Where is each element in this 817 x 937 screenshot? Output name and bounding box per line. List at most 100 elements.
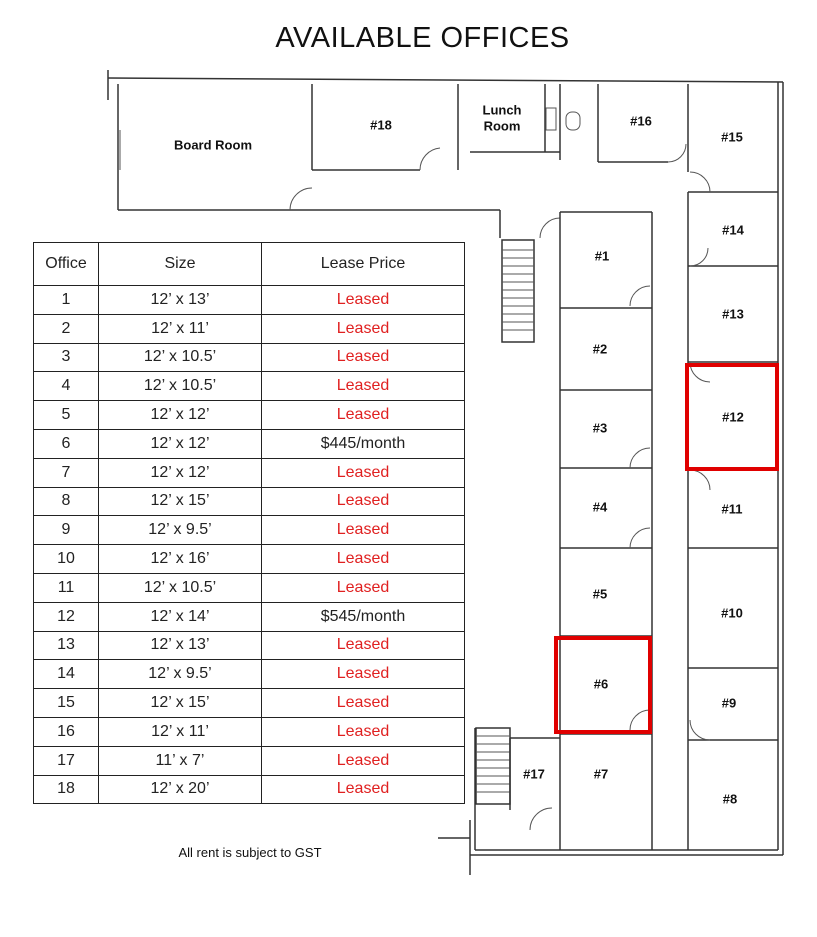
room-label-12: #12 xyxy=(722,409,744,424)
header-size: Size xyxy=(98,242,262,286)
cell-size: 12’ x 13’ xyxy=(98,285,262,315)
gst-footnote: All rent is subject to GST xyxy=(178,845,322,860)
room-label-11: #11 xyxy=(722,501,743,516)
cell-office: 18 xyxy=(33,774,99,805)
room-label-15: #15 xyxy=(721,129,743,144)
cell-lease-price: Leased xyxy=(261,400,465,430)
cell-office: 6 xyxy=(33,428,99,459)
cell-lease-price: Leased xyxy=(261,659,465,690)
cell-office: 14 xyxy=(33,659,99,690)
cell-lease-price: Leased xyxy=(261,544,465,574)
room-label-lunch-line1: Lunch xyxy=(483,102,522,117)
cell-lease-price: Leased xyxy=(261,745,465,776)
room-label-9: #9 xyxy=(722,695,736,710)
room-label-1: #1 xyxy=(595,248,609,263)
cell-lease-price: Leased xyxy=(261,572,465,603)
cell-lease-price: Leased xyxy=(261,774,465,805)
cell-size: 12’ x 9.5’ xyxy=(98,659,262,690)
cell-lease-price: Leased xyxy=(261,342,465,373)
cell-lease-price: Leased xyxy=(261,457,465,488)
cell-lease-price: Leased xyxy=(261,486,465,517)
page-title: AVAILABLE OFFICES xyxy=(275,22,570,54)
cell-size: 12’ x 11’ xyxy=(98,313,262,344)
cell-office: 1 xyxy=(33,285,99,315)
header-lease-price: Lease Price xyxy=(261,242,465,286)
room-label-18: #18 xyxy=(370,117,392,132)
highlight-office-6 xyxy=(554,636,652,734)
room-label-8: #8 xyxy=(723,791,737,806)
room-label-17: #17 xyxy=(523,766,545,781)
cell-size: 12’ x 10.5’ xyxy=(98,572,262,603)
building-walls xyxy=(107,70,784,875)
room-label-10: #10 xyxy=(721,605,743,620)
cell-lease-price: Leased xyxy=(261,688,465,718)
cell-office: 15 xyxy=(33,688,99,718)
top-row-walls xyxy=(119,84,778,239)
cell-size: 12’ x 14’ xyxy=(98,601,262,632)
cell-office: 2 xyxy=(33,313,99,344)
room-label-13: #13 xyxy=(722,306,744,321)
table-header-row: Office Size Lease Price xyxy=(33,242,465,286)
cell-size: 12’ x 16’ xyxy=(98,544,262,574)
cell-office: 13 xyxy=(33,630,99,661)
room-label-3: #3 xyxy=(593,420,607,435)
cell-office: 7 xyxy=(33,457,99,488)
cell-lease-price: Leased xyxy=(261,371,465,402)
cell-lease-price: Leased xyxy=(261,313,465,344)
cell-office: 11 xyxy=(33,572,99,603)
cell-size: 12’ x 15’ xyxy=(98,688,262,718)
cell-lease-price: Leased xyxy=(261,515,465,546)
cell-size: 12’ x 10.5’ xyxy=(98,342,262,373)
cell-lease-price: $545/month xyxy=(261,601,465,632)
cell-office: 9 xyxy=(33,515,99,546)
cell-size: 12’ x 11’ xyxy=(98,716,262,747)
left-column-walls xyxy=(509,211,653,850)
cell-size: 12’ x 9.5’ xyxy=(98,515,262,546)
cell-size: 12’ x 15’ xyxy=(98,486,262,517)
cell-office: 12 xyxy=(33,601,99,632)
cell-office: 10 xyxy=(33,544,99,574)
cell-office: 16 xyxy=(33,716,99,747)
cell-size: 12’ x 13’ xyxy=(98,630,262,661)
room-label-6: #6 xyxy=(594,676,608,691)
room-label-4: #4 xyxy=(593,499,608,514)
cell-lease-price: Leased xyxy=(261,716,465,747)
cell-office: 8 xyxy=(33,486,99,517)
room-label-7: #7 xyxy=(594,766,608,781)
room-label-16: #16 xyxy=(630,113,652,128)
stairs-upper xyxy=(501,239,535,343)
room-label-5: #5 xyxy=(593,586,607,601)
cell-size: 12’ x 12’ xyxy=(98,428,262,459)
cell-office: 3 xyxy=(33,342,99,373)
cell-lease-price: Leased xyxy=(261,630,465,661)
room-label-14: #14 xyxy=(722,222,744,237)
cell-office: 17 xyxy=(33,745,99,776)
cell-size: 12’ x 12’ xyxy=(98,400,262,430)
cell-size: 11’ x 7’ xyxy=(98,745,262,776)
room-label-board-room: Board Room xyxy=(174,137,252,152)
header-office: Office xyxy=(33,242,99,286)
right-column-walls xyxy=(687,192,778,850)
cell-lease-price: $445/month xyxy=(261,428,465,459)
cell-size: 12’ x 12’ xyxy=(98,457,262,488)
cell-size: 12’ x 20’ xyxy=(98,774,262,805)
stairs-lower xyxy=(475,727,511,805)
